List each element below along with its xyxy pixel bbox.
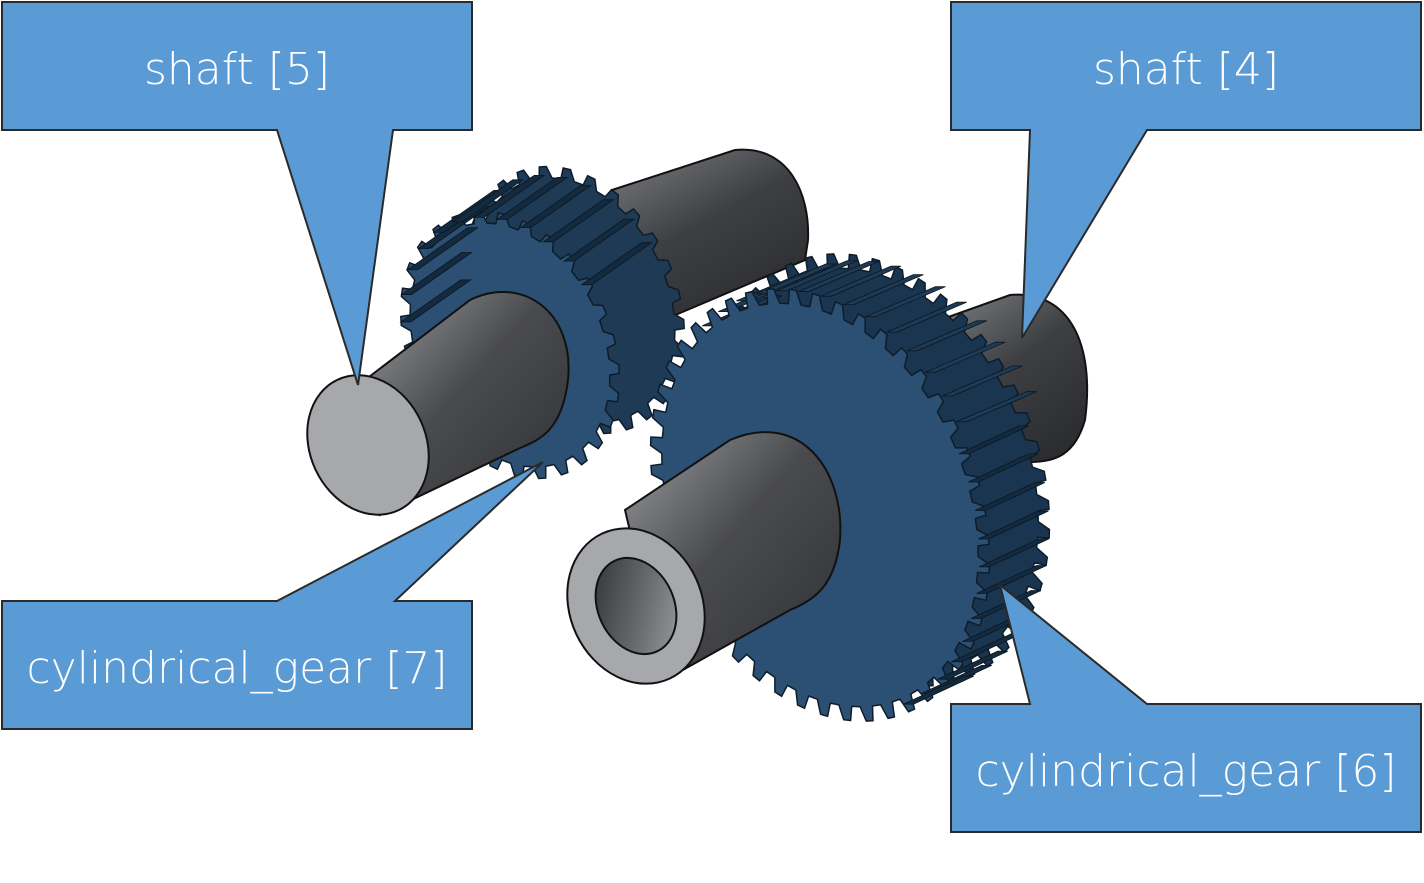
gear-tooth	[820, 265, 902, 297]
gear-tooth	[958, 425, 1030, 455]
callout-shaft-5: shaft [5]	[1, 1, 473, 386]
gear-tooth	[843, 274, 924, 306]
gear-tooth	[519, 185, 592, 229]
gear-tooth	[978, 538, 1050, 568]
label-shaft-5: shaft [5]	[144, 44, 330, 95]
gear-tooth	[968, 453, 1039, 483]
gear-tooth	[974, 482, 1046, 511]
gear-tooth	[400, 252, 473, 295]
gear-tooth	[865, 286, 946, 318]
front-hollow-shaft	[566, 431, 842, 685]
gear-tooth	[942, 365, 1023, 397]
gear-tooth	[755, 263, 837, 295]
gear-tooth	[580, 242, 653, 286]
callout-gear-6: cylindrical_gear [6]	[950, 582, 1422, 833]
gear-tooth	[906, 320, 988, 352]
label-cylindrical-gear-7: cylindrical_gear [7]	[26, 643, 447, 694]
gear-tooth	[886, 301, 967, 333]
gear-tooth	[925, 341, 1006, 373]
gear-tooth	[978, 510, 1049, 540]
label-shaft-4: shaft [4]	[1093, 44, 1279, 95]
gear-tooth	[399, 279, 472, 323]
gear-tooth	[798, 261, 879, 292]
gear-tooth	[472, 174, 546, 218]
gear-tooth	[406, 227, 479, 271]
gear-tooth	[541, 199, 615, 243]
gear-tooth	[776, 260, 858, 292]
gear-tooth	[956, 391, 1037, 423]
gear-tooth	[903, 675, 974, 705]
callout-shaft-4: shaft [4]	[950, 1, 1422, 339]
label-cylindrical-gear-6: cylindrical_gear [6]	[975, 746, 1396, 797]
gear-tooth	[495, 176, 569, 220]
gear-tooth	[937, 650, 1008, 680]
callout-gear-7: cylindrical_gear [7]	[1, 461, 544, 730]
gear-tooth	[976, 565, 1047, 594]
gear-tooth	[451, 179, 524, 223]
gear-tooth	[562, 218, 636, 262]
shaft-5	[306, 290, 570, 517]
